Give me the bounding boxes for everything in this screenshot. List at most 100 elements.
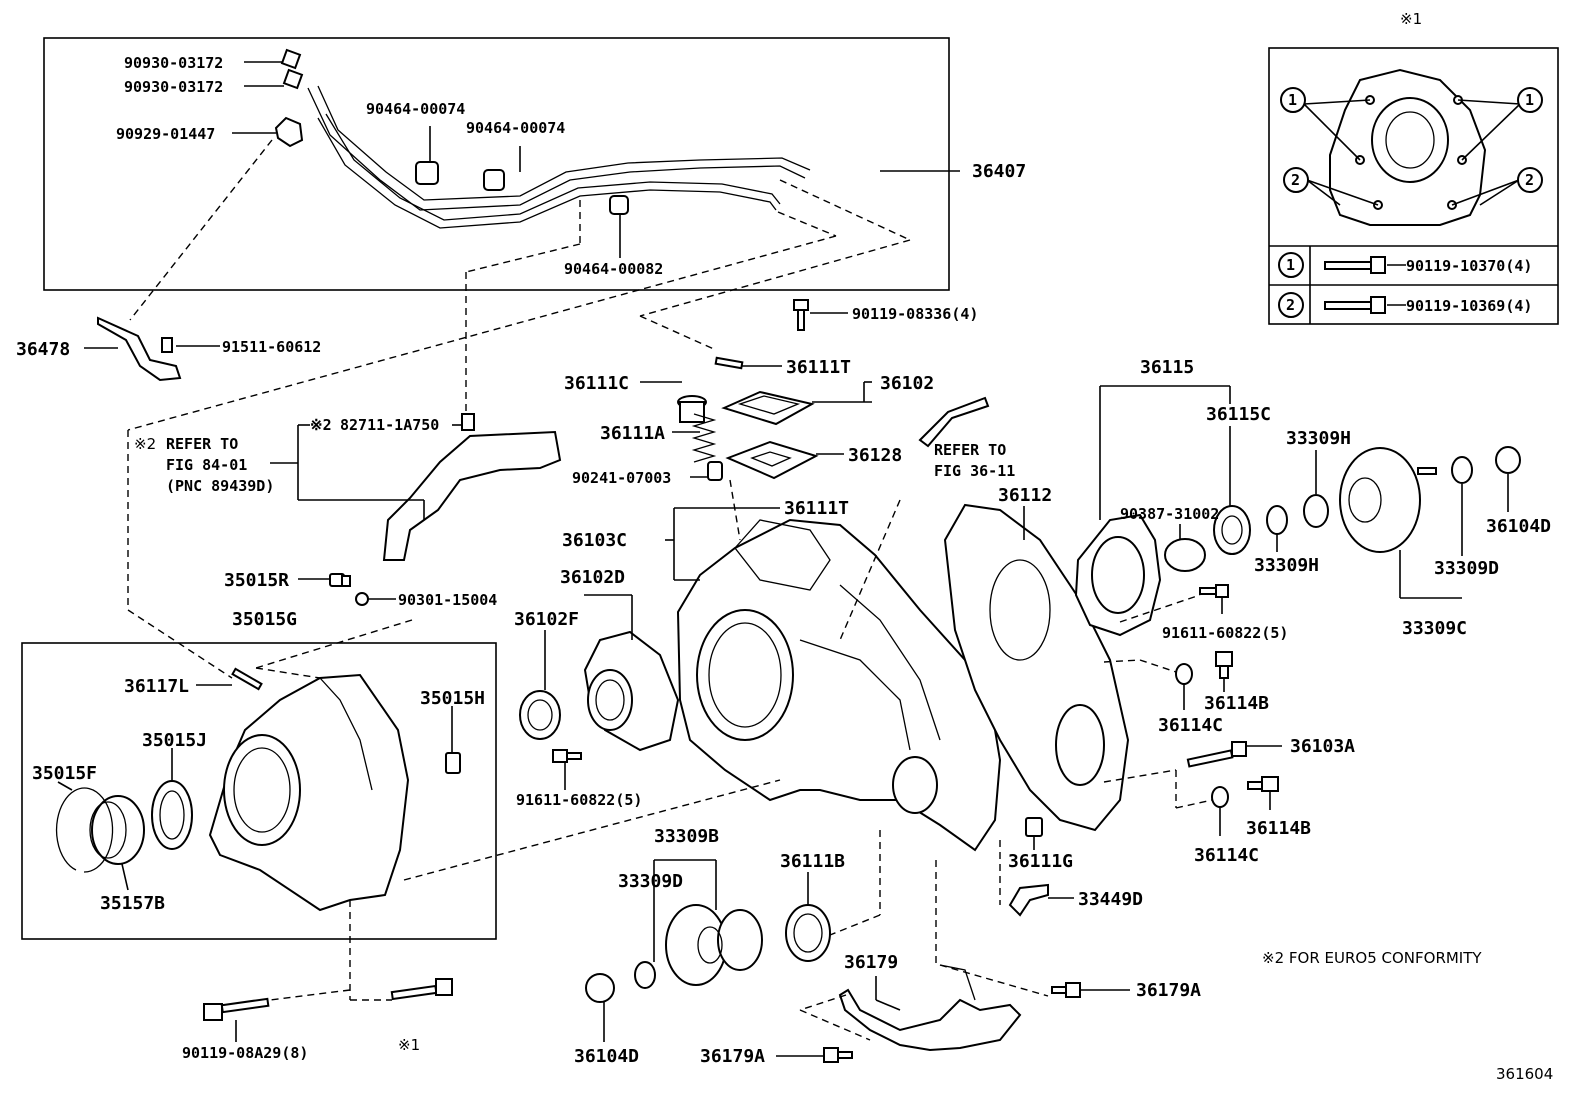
bracket-82711 <box>382 413 562 561</box>
seal-36102F <box>519 690 561 740</box>
label-ref2-mark: ※2 <box>310 416 332 434</box>
label-90387-31002: 90387-31002 <box>1120 505 1219 523</box>
label-36115C: 36115C <box>1206 404 1271 425</box>
inset-bolt-1 <box>1324 256 1386 274</box>
bolt-36114B-b <box>1247 776 1279 792</box>
label-fig-number: 361604 <box>1496 1065 1553 1083</box>
label-33309H-b: 33309H <box>1254 555 1319 576</box>
label-90464-00074-a: 90464-00074 <box>366 100 465 118</box>
inset-callout-2-right: 2 <box>1525 171 1534 189</box>
inset-labels: 1 1 2 2 1 2 90119-10370(4) 90119-10369(4… <box>1286 91 1534 315</box>
label-90119-08A29: 90119-08A29(8) <box>182 1044 308 1062</box>
seal-35015J <box>151 780 193 850</box>
breather-hose <box>307 85 811 229</box>
gasket-90301 <box>355 592 369 606</box>
flange-33309C <box>1339 447 1437 553</box>
washer-33309D-a <box>1451 456 1473 484</box>
label-33449D: 33449D <box>1078 889 1143 910</box>
label-36179A-a: 36179A <box>1136 980 1201 1001</box>
label-35015R: 35015R <box>224 570 289 591</box>
label-pnc-89439d: (PNC 89439D) <box>166 477 274 495</box>
label-36104D-b: 36104D <box>574 1046 639 1067</box>
label-33309C: 33309C <box>1402 618 1467 639</box>
label-ref1-inset: ※1 <box>1400 10 1422 28</box>
part-labels: 90930-03172 90930-03172 90929-01447 9046… <box>16 10 1553 1083</box>
label-36115: 36115 <box>1140 357 1194 378</box>
bearing-35157B <box>89 795 145 865</box>
bolt-36103A <box>1186 741 1247 768</box>
label-82711-1A750: 82711-1A750 <box>340 416 439 434</box>
label-33309D-a: 33309D <box>1434 558 1499 579</box>
label-90241-07003: 90241-07003 <box>572 469 671 487</box>
inset-bolt-2 <box>1324 296 1386 314</box>
bolt-36179A-a <box>1051 982 1081 998</box>
washer-33309D-b <box>634 961 656 989</box>
label-36102F: 36102F <box>514 609 579 630</box>
label-36407: 36407 <box>972 161 1026 182</box>
label-36179: 36179 <box>844 952 898 973</box>
inset-row1-marker: 1 <box>1286 256 1295 274</box>
inset-callout-2-left: 2 <box>1291 171 1300 189</box>
leader-lines <box>57 61 1509 1057</box>
label-90464-00074-b: 90464-00074 <box>466 119 565 137</box>
transfer-case-36103C <box>676 518 1002 852</box>
vent-tube <box>918 396 990 448</box>
label-36112: 36112 <box>998 485 1052 506</box>
rear-case-36112 <box>943 503 1130 832</box>
washer-36114C-b <box>1211 786 1229 808</box>
label-91511-60612: 91511-60612 <box>222 338 321 356</box>
label-36117L: 36117L <box>124 676 189 697</box>
label-fig-84-01: FIG 84-01 <box>166 456 247 474</box>
label-90929-01447: 90929-01447 <box>116 125 215 143</box>
dashed-assembly-lines <box>127 139 1213 1041</box>
hose-fitting-top <box>274 48 304 148</box>
inset-callout-1-left: 1 <box>1288 91 1297 109</box>
washer-36114C-a <box>1175 663 1193 685</box>
label-90464-00082: 90464-00082 <box>564 260 663 278</box>
label-90301-15004: 90301-15004 <box>398 591 497 609</box>
inset-row1-part: 90119-10370(4) <box>1406 257 1532 275</box>
pin-36111T <box>714 356 744 370</box>
dowel-35015H <box>445 752 461 774</box>
nut-36104D-b <box>585 973 615 1003</box>
dowel-36111G <box>1025 817 1043 837</box>
protector-36179 <box>838 964 1022 1052</box>
extension-36115 <box>1074 513 1162 637</box>
label-36111T-a: 36111T <box>786 357 851 378</box>
bolt-ref1 <box>390 978 453 1001</box>
bolt-90119-08336 <box>793 299 809 331</box>
bearing-36115C <box>1213 505 1251 555</box>
flange-33309B <box>665 904 763 986</box>
sensor-33449D <box>1008 883 1049 917</box>
label-36111C: 36111C <box>564 373 629 394</box>
inset-front-case <box>1329 68 1487 226</box>
seal-33309H-b <box>1266 505 1288 535</box>
label-35015J: 35015J <box>142 730 207 751</box>
label-91611-60822-b: 91611-60822(5) <box>1162 624 1288 642</box>
label-36128: 36128 <box>848 445 902 466</box>
bolt-36114B-a <box>1215 651 1233 679</box>
bushing-90387 <box>1164 538 1206 572</box>
snap-ring-35015F <box>55 787 114 873</box>
seal-36111B <box>785 904 831 962</box>
label-35157B: 35157B <box>100 893 165 914</box>
label-36102: 36102 <box>880 373 934 394</box>
label-35015F: 35015F <box>32 763 97 784</box>
label-36111B: 36111B <box>780 851 845 872</box>
bolt-36179A-b <box>823 1047 853 1063</box>
label-36103C: 36103C <box>562 530 627 551</box>
label-91611-60822-a: 91611-60822(5) <box>516 791 642 809</box>
gasket-36128 <box>725 440 819 480</box>
seal-33309H-a <box>1303 494 1329 528</box>
cover-36102 <box>721 390 815 426</box>
inset-callout-1-right: 1 <box>1525 91 1534 109</box>
inset-row2-part: 90119-10369(4) <box>1406 297 1532 315</box>
label-refer-to-1: REFER TO <box>166 435 238 453</box>
hose-clip <box>415 161 629 215</box>
label-33309B: 33309B <box>654 826 719 847</box>
label-36478: 36478 <box>16 339 70 360</box>
label-36111T-b: 36111T <box>784 498 849 519</box>
nut-36104D-a <box>1495 446 1521 474</box>
inset-frame <box>1268 47 1559 325</box>
label-36114C-a: 36114C <box>1158 715 1223 736</box>
